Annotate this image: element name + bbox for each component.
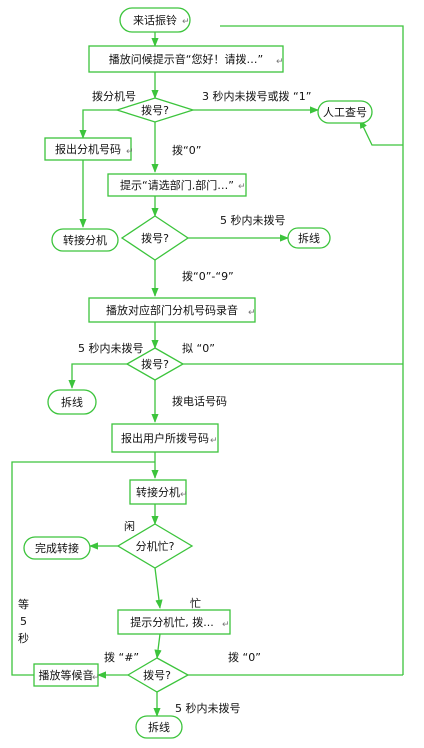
dial-4-label: 拨号?	[143, 668, 171, 682]
return-mark: ↵	[180, 490, 188, 500]
node-dial-1: 拨号?	[114, 97, 196, 123]
edge-right-return	[220, 25, 404, 675]
label-no-dial-5s-a: 5 秒内未拨号	[220, 213, 286, 227]
label-dial-0-b: 拟 “0”	[182, 341, 215, 355]
return-mark: ↵	[248, 308, 256, 318]
node-play-dept-record: 播放对应部门分机号码录音	[88, 297, 256, 323]
return-mark: ↵	[222, 620, 230, 630]
node-report-user-number: 报出用户所拨号码	[111, 423, 219, 453]
hangup-1-label: 拆线	[298, 231, 320, 245]
node-dial-4: 拨号?	[126, 657, 190, 693]
ring-label: 来话振铃	[133, 13, 177, 27]
edge-right-operator	[359, 119, 403, 146]
label-wait-3: 秒	[18, 631, 29, 645]
operator-label: 人工查号	[323, 105, 367, 119]
prompt-dept-label: 提示“请选部门.部门…”	[120, 178, 234, 192]
node-operator: 人工查号	[317, 100, 373, 124]
report-user-number-label: 报出用户所拨号码	[121, 431, 209, 445]
edge-busy-promptbusy	[154, 567, 163, 609]
label-wait-2: 5	[20, 615, 27, 628]
node-transfer-ext: 转接分机	[51, 228, 119, 252]
node-hangup-1: 拆线	[287, 227, 331, 249]
edges	[11, 25, 404, 717]
label-dial-0-9: 拨“0”-“9”	[182, 269, 234, 283]
done-transfer-label: 完成转接	[35, 541, 79, 555]
label-dial-0-a: 拨“0”	[172, 143, 201, 157]
label-idle: 闲	[124, 519, 135, 533]
node-prompt-dept: 提示“请选部门.部门…”	[107, 173, 247, 197]
transfer-ext-label: 转接分机	[63, 233, 107, 247]
edge-promptbusy-dial4	[154, 633, 162, 659]
label-no-dial-5s-c: 5 秒内未拨号	[175, 701, 241, 715]
node-dial-2: 拨号?	[120, 215, 190, 261]
busy-check-label: 分机忙?	[136, 539, 175, 553]
return-mark: ↵	[182, 17, 190, 27]
node-done-transfer: 完成转接	[23, 536, 91, 560]
report-ext-label: 报出分机号码	[55, 142, 121, 156]
dial-2-label: 拨号?	[141, 231, 169, 245]
play-dept-record-label: 播放对应部门分机号码录音	[106, 303, 238, 317]
node-play-wait: 播放等候音	[33, 663, 99, 687]
label-no-dial-5s-b: 5 秒内未拨号	[78, 341, 144, 355]
node-report-ext: 报出分机号码	[44, 137, 132, 161]
hangup-3-label: 拆线	[148, 720, 170, 734]
node-hangup-2: 拆线	[47, 389, 97, 415]
return-marks: ↵ ↵ ↵ ↵ ↵ ↵ ↵ ↵ ↵	[92, 17, 284, 683]
node-transfer: 转接分机	[129, 479, 187, 505]
label-no-dial-3s: 3 秒内未拨号或拨 “1”	[202, 89, 311, 103]
transfer-label: 转接分机	[136, 485, 180, 499]
node-dial-3: 拨号?	[125, 347, 185, 381]
play-greeting-label: 播放问候提示音“您好！请拨…”	[109, 52, 263, 66]
edge-dial1-reportext	[79, 109, 117, 139]
label-dial-0-c: 拨 “0”	[228, 650, 261, 664]
play-wait-label: 播放等候音	[39, 668, 94, 682]
hangup-2-label: 拆线	[61, 395, 83, 409]
label-busy: 忙	[190, 596, 201, 610]
edge-labels: 拨分机号 3 秒内未拨号或拨 “1” 拨“0” 5 秒内未拨号 拨“0”-“9”…	[18, 89, 311, 715]
label-wait-1: 等	[18, 597, 29, 611]
edge-dial3-hangup2	[68, 363, 127, 389]
node-busy-check: 分机忙?	[116, 523, 194, 569]
node-prompt-busy: 提示分机忙, 拨...	[117, 609, 231, 635]
return-mark: ↵	[238, 182, 246, 192]
node-play-greeting: 播放问候提示音“您好！请拨…”	[88, 45, 284, 73]
prompt-busy-label: 提示分机忙, 拨...	[130, 615, 213, 629]
dial-3-label: 拨号?	[141, 357, 169, 371]
return-mark: ↵	[210, 436, 218, 446]
return-mark: ↵	[126, 147, 134, 157]
label-dial-phone: 拨电话号码	[172, 394, 227, 408]
label-dial-ext: 拨分机号	[92, 89, 136, 103]
edge-wait-loop	[11, 461, 155, 676]
node-ring: 来话振铃	[119, 7, 191, 33]
return-mark: ↵	[276, 57, 284, 67]
label-dial-hash: 拨 “#”	[104, 650, 139, 664]
node-hangup-3: 拆线	[135, 715, 183, 739]
dial-1-label: 拨号?	[141, 103, 169, 117]
return-mark: ↵	[92, 673, 100, 683]
